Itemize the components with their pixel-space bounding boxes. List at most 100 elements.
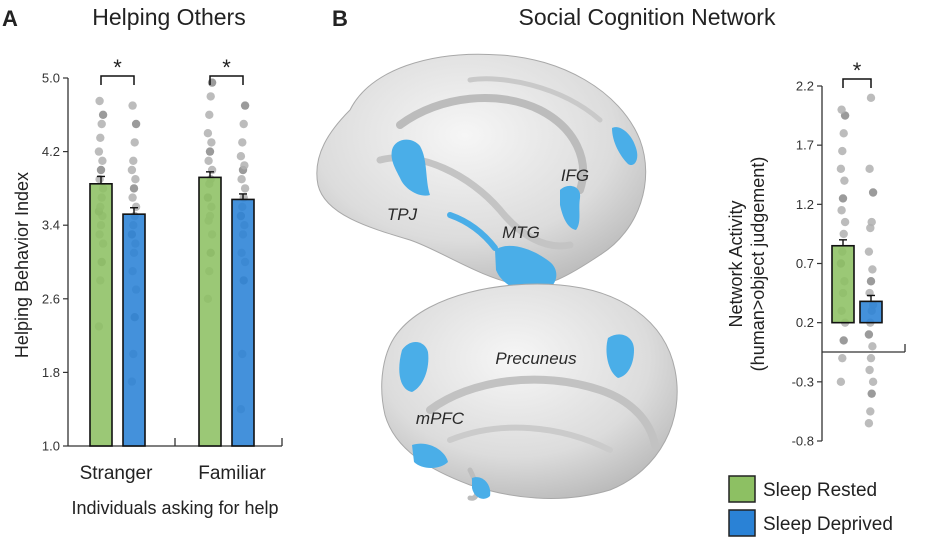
category-label-familiar: Familiar <box>198 463 266 484</box>
data-point <box>864 419 874 428</box>
significance-bracket <box>209 75 244 85</box>
data-point <box>131 119 141 129</box>
network-bars <box>831 239 883 324</box>
data-point <box>866 353 876 363</box>
y-tick-label: 5.0 <box>42 71 60 86</box>
data-point <box>98 110 108 120</box>
panel-a-letter: A <box>2 6 18 31</box>
data-point <box>839 336 848 345</box>
significance-star: * <box>113 55 122 80</box>
y-tick-label: 1.2 <box>796 197 814 212</box>
y-tick-label: 2.2 <box>796 79 814 94</box>
data-point <box>838 146 847 156</box>
data-point <box>840 217 850 227</box>
significance-star: * <box>853 58 862 83</box>
data-point <box>127 165 137 175</box>
panel-b-letter: B <box>332 6 348 31</box>
helping-significance: ** <box>100 55 244 85</box>
y-tick-label: 4.2 <box>42 144 60 159</box>
network-significance: * <box>842 58 872 88</box>
network-y-ticks: -0.8 -0.3 0.2 0.7 1.2 1.7 2.2 <box>792 79 822 449</box>
data-point <box>239 119 248 129</box>
data-point <box>868 377 878 387</box>
data-point <box>865 365 874 375</box>
region-label-mpfc: mPFC <box>416 409 465 428</box>
brain-lateral-view: TPJ IFG MTG <box>316 53 647 293</box>
data-point <box>95 96 104 106</box>
y-tick-label: 0.2 <box>796 315 814 330</box>
data-point <box>131 175 140 184</box>
data-point <box>866 93 876 103</box>
y-tick-label: -0.8 <box>792 434 814 449</box>
y-tick-label: 2.6 <box>42 291 60 306</box>
data-point <box>864 247 874 256</box>
region-label-mtg: MTG <box>502 223 540 242</box>
data-point <box>96 133 105 142</box>
region-label-precuneus: Precuneus <box>495 349 577 368</box>
data-point <box>868 188 878 197</box>
bar-rested <box>89 183 113 447</box>
panel-a-title: Helping Others <box>92 4 245 30</box>
bar-deprived <box>231 198 255 447</box>
data-point <box>94 147 104 156</box>
data-point <box>839 129 848 138</box>
data-point <box>237 175 246 184</box>
network-y-axis-label: Network Activity (human>object judgement… <box>726 157 768 372</box>
helping-y-ticks: 1.0 1.8 2.6 3.4 4.2 5.0 <box>42 71 68 454</box>
data-point <box>867 389 876 398</box>
y-tick-label: 1.7 <box>796 138 814 153</box>
data-point <box>840 176 849 185</box>
data-point <box>838 353 847 363</box>
data-point <box>207 165 217 175</box>
data-point <box>837 206 846 215</box>
bar-deprived <box>859 300 883 324</box>
data-point <box>839 229 848 239</box>
data-point <box>864 330 874 339</box>
helping-bars <box>89 171 255 447</box>
data-point <box>836 377 846 387</box>
data-point <box>207 138 216 147</box>
significance-bracket <box>842 78 872 88</box>
helping-chart: 1.01.82.63.44.25.0 ** Stranger Familiar … <box>12 55 283 518</box>
data-point <box>205 110 214 120</box>
data-point <box>836 164 846 174</box>
legend-label-rested: Sleep Rested <box>763 480 877 501</box>
legend-label-deprived: Sleep Deprived <box>763 514 893 535</box>
y-tick-label: -0.3 <box>792 374 814 389</box>
data-point <box>236 152 246 161</box>
y-tick-label: 1.8 <box>42 365 60 380</box>
helping-y-axis-label: Helping Behavior Index <box>12 172 32 358</box>
data-point <box>838 194 848 203</box>
data-point <box>240 101 250 110</box>
y-tick-label: 1.0 <box>42 439 60 454</box>
data-point <box>866 407 875 416</box>
data-point <box>98 156 107 165</box>
data-point <box>240 184 250 193</box>
bar-rested <box>831 244 855 324</box>
region-label-ifg: IFG <box>561 166 589 185</box>
data-point <box>837 105 846 114</box>
data-point <box>128 101 137 110</box>
data-point <box>203 129 213 138</box>
significance-bracket <box>100 75 135 85</box>
y-tick-label: 0.7 <box>796 256 814 271</box>
data-point <box>207 78 217 87</box>
data-point <box>868 342 877 351</box>
legend-swatch-rested <box>728 475 756 503</box>
data-point <box>96 165 106 175</box>
y-tick-label: 3.4 <box>42 218 60 233</box>
panel-b-title: Social Cognition Network <box>519 4 776 30</box>
data-point <box>128 193 137 202</box>
data-point <box>867 217 876 227</box>
network-chart: -0.8 -0.3 0.2 0.7 1.2 1.7 2.2 * Network Activi… <box>726 58 906 449</box>
data-point <box>204 156 213 165</box>
network-y-label-line2: (human>object judgement) <box>748 157 768 372</box>
data-point <box>238 138 247 147</box>
data-point <box>866 277 876 286</box>
legend: Sleep Rested Sleep Deprived <box>728 475 893 537</box>
legend-swatch-deprived <box>728 509 756 537</box>
data-point <box>205 147 215 156</box>
network-y-label-line1: Network Activity <box>726 200 746 327</box>
helping-data-points <box>94 78 250 414</box>
